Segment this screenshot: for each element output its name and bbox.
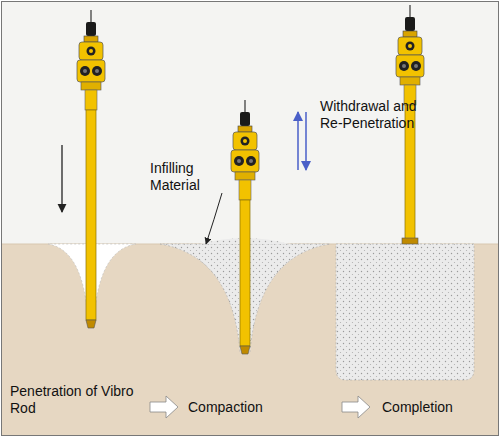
step-label: Completion bbox=[382, 399, 492, 416]
material-label: Infilling Material bbox=[150, 160, 230, 194]
step-label: Penetration of Vibro Rod bbox=[10, 383, 140, 417]
process-note: Withdrawal and Re-Penetration bbox=[320, 98, 440, 132]
step-label: Compaction bbox=[188, 399, 298, 416]
